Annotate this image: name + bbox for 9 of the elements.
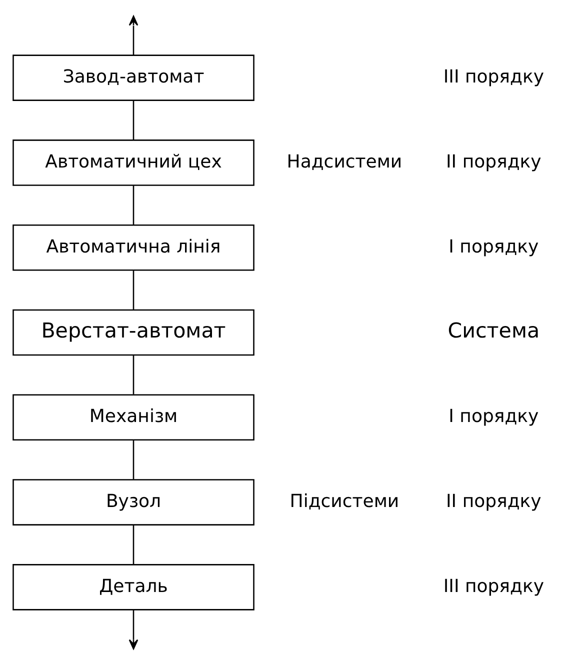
label: I порядку [448,236,539,257]
label: III порядку [443,575,544,596]
label: Система [448,318,540,342]
label: I порядку [448,406,539,427]
label: III порядку [443,66,544,88]
label: Надсистеми [286,150,402,172]
label: II порядку [446,490,542,512]
label: Підсистеми [290,490,400,512]
label: II порядку [446,150,542,172]
